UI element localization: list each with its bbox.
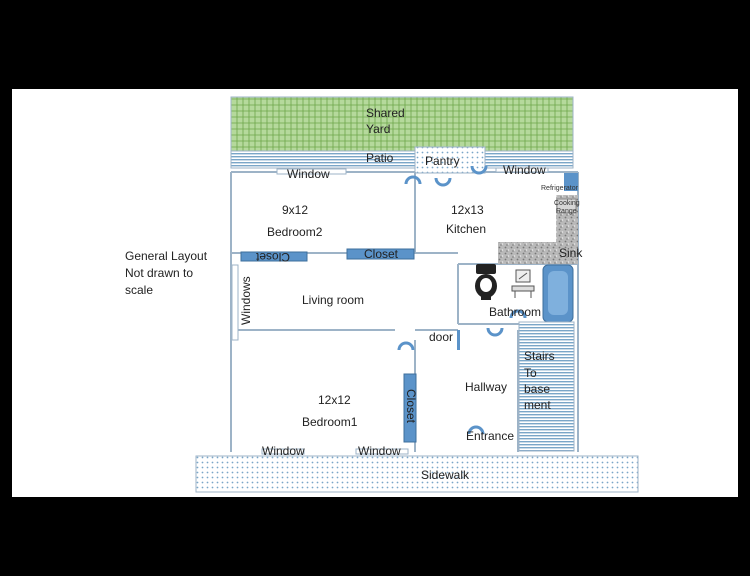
windows-living xyxy=(231,264,239,341)
refrigerator xyxy=(564,173,578,191)
label-yard: Yard xyxy=(366,122,391,136)
label-entrance: Entrance xyxy=(466,429,515,443)
label-bedroom2-size: 9x12 xyxy=(282,203,309,217)
label-hallway: Hallway xyxy=(465,380,508,394)
cooking-range xyxy=(556,198,577,214)
label-windows-living: Windows xyxy=(239,276,253,325)
label-door: door xyxy=(429,330,454,344)
label-living-room: Living room xyxy=(302,293,365,307)
label-pantry: Pantry xyxy=(425,154,460,168)
toilet-icon xyxy=(475,264,497,300)
label-kitchen: Kitchen xyxy=(446,222,487,236)
label-closet-bedroom1: Closet xyxy=(404,389,418,424)
label-bathroom: Bathroom xyxy=(489,305,542,319)
label-refrigerator: Refrigerator xyxy=(541,185,578,192)
label-bedroom2: Bedroom2 xyxy=(267,225,323,239)
note-line-3: scale xyxy=(125,283,154,297)
label-bedroom1-size: 12x12 xyxy=(318,393,351,407)
window-bedroom1-right xyxy=(355,448,409,455)
bathtub-icon xyxy=(542,264,574,323)
kitchen-counter xyxy=(498,242,578,264)
sidewalk xyxy=(195,455,639,493)
label-shared: Shared xyxy=(366,106,405,120)
label-window-bedroom1-right: Window xyxy=(358,444,401,458)
note-line-2: Not drawn to xyxy=(125,266,194,280)
patio xyxy=(230,150,574,169)
label-cooking: Cooking xyxy=(554,200,580,207)
door-swing-icons xyxy=(397,165,527,435)
door-panel xyxy=(457,330,460,350)
shared-yard xyxy=(230,96,574,152)
window-bedroom2 xyxy=(276,168,347,175)
label-stairs-1: Stairs xyxy=(524,349,555,363)
window-kitchen xyxy=(495,167,549,173)
general-layout-note: General Layout Not drawn to scale xyxy=(125,248,225,299)
label-window-bedroom2: Window xyxy=(287,167,330,181)
vanity-icon xyxy=(511,269,535,298)
closet-bedroom2-right xyxy=(346,248,415,260)
closet-bedroom2-left xyxy=(240,251,308,262)
label-window-bedroom1-left: Window xyxy=(262,444,305,458)
label-window-kitchen: Window xyxy=(503,163,546,177)
label-bedroom1: Bedroom1 xyxy=(302,415,358,429)
label-sidewalk: Sidewalk xyxy=(421,468,470,482)
window-bedroom1-left xyxy=(261,448,305,455)
closet-bedroom1 xyxy=(403,373,417,443)
label-stairs-3: base xyxy=(524,382,551,396)
stairs-to-basement xyxy=(518,321,575,452)
label-patio: Patio xyxy=(366,151,394,165)
label-range: Range xyxy=(556,208,577,215)
note-line-1: General Layout xyxy=(125,249,208,263)
label-closet-bedroom2-left: Closet xyxy=(256,250,291,264)
label-stairs-2: To xyxy=(524,366,537,380)
label-sink: Sink xyxy=(559,246,583,260)
label-kitchen-size: 12x13 xyxy=(451,203,484,217)
label-stairs-4: ment xyxy=(524,398,551,412)
label-closet-bedroom2-right: Closet xyxy=(364,247,399,261)
